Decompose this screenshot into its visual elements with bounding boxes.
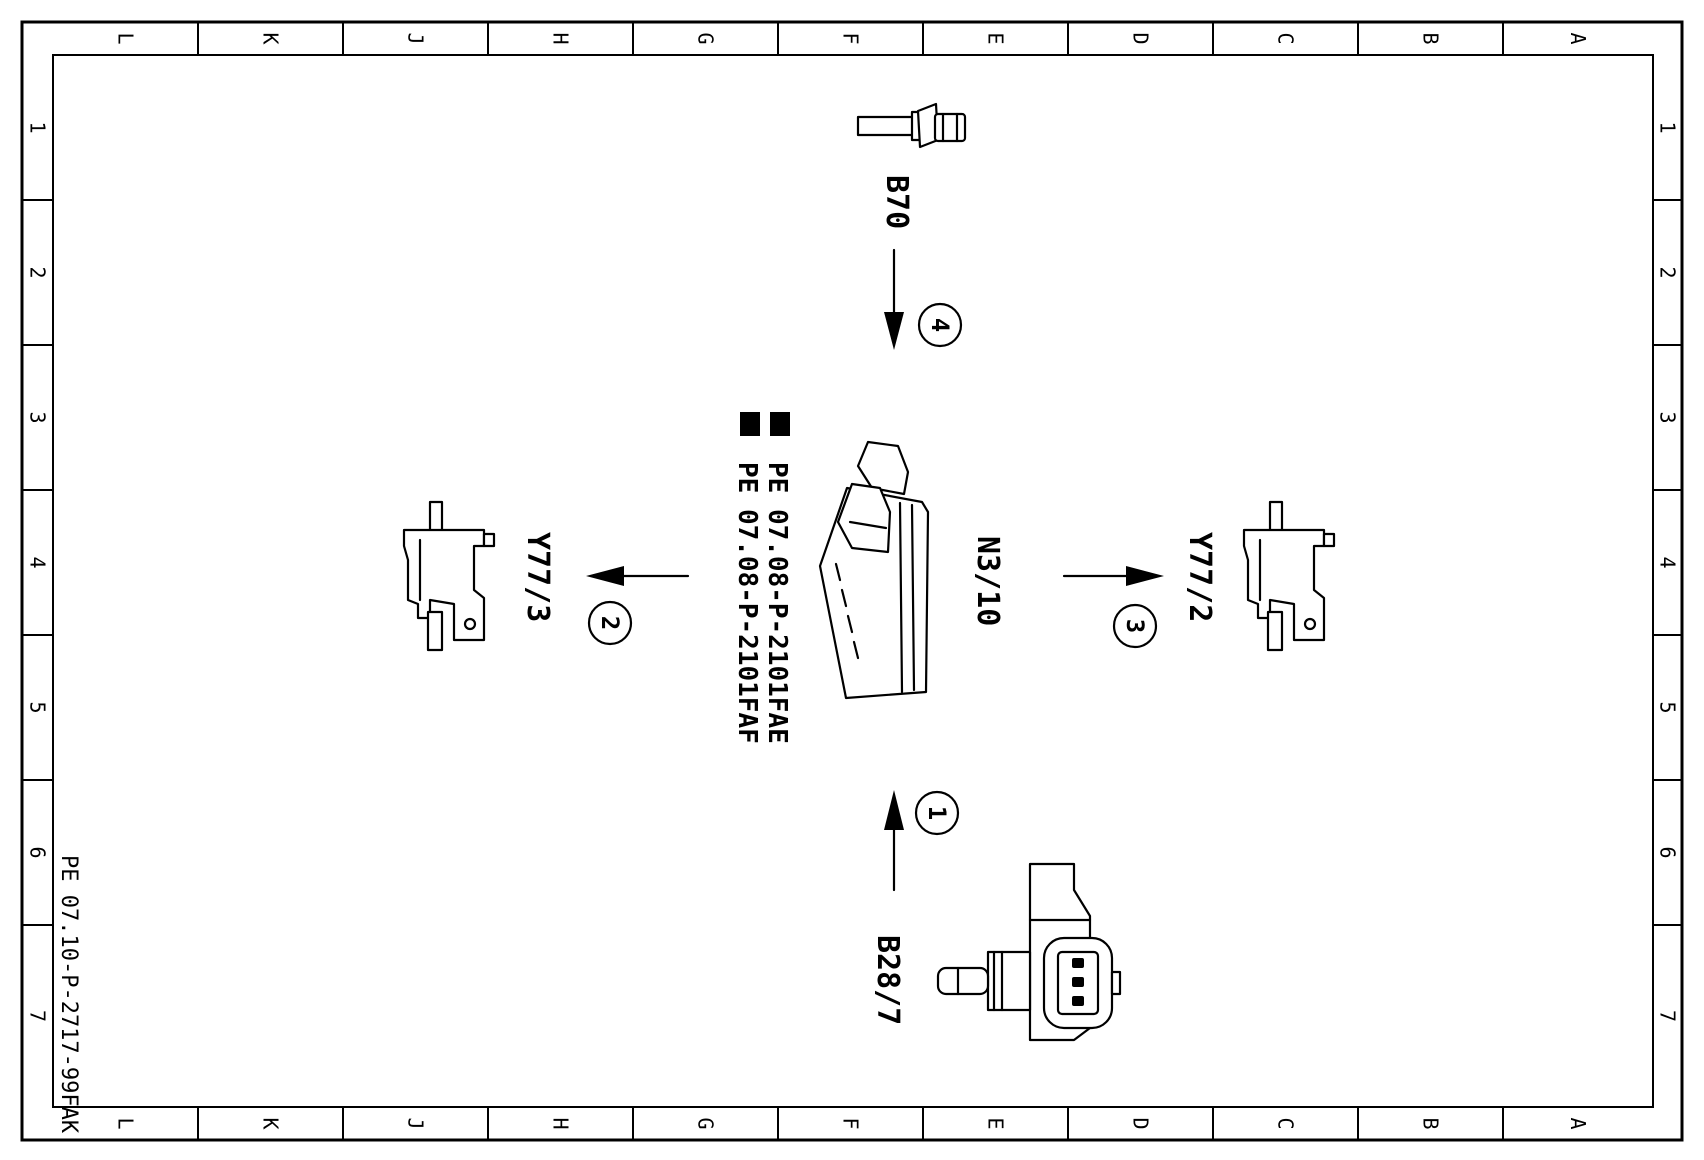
zone-column-label: K bbox=[259, 1117, 283, 1129]
zone-row-label: 2 bbox=[26, 266, 50, 278]
label-b70: B70 bbox=[879, 175, 914, 229]
pressure-sensor-b28-7-icon bbox=[936, 862, 1122, 1042]
reference-note-1: PE 07.08-P-2101FAE bbox=[762, 412, 792, 744]
zone-column-label: C bbox=[1274, 1117, 1298, 1129]
zone-column-label: F bbox=[839, 32, 863, 44]
valve-y77-2-icon bbox=[1242, 500, 1336, 652]
zone-row-label: 3 bbox=[1656, 411, 1680, 423]
signal-marker-4: 4 bbox=[917, 302, 963, 348]
zone-row-label: 2 bbox=[1656, 266, 1680, 278]
svg-text:1: 1 bbox=[923, 806, 951, 820]
zone-column-label: E bbox=[984, 32, 1008, 44]
reference-text-1: PE 07.08-P-2101FAE bbox=[762, 462, 792, 744]
zone-row-label: 7 bbox=[26, 1010, 50, 1022]
zone-row-label: 4 bbox=[1656, 556, 1680, 568]
zone-row-label: 5 bbox=[26, 701, 50, 713]
zone-column-label: A bbox=[1566, 1117, 1590, 1129]
reference-text-2: PE 07.08-P-2101FAF bbox=[732, 462, 762, 744]
zone-row-label: 3 bbox=[26, 411, 50, 423]
zone-column-label: B bbox=[1419, 1117, 1443, 1129]
zone-row-label: 7 bbox=[1656, 1010, 1680, 1022]
zone-row-label: 6 bbox=[1656, 846, 1680, 858]
svg-text:3: 3 bbox=[1121, 619, 1149, 633]
valve-y77-3-icon bbox=[402, 500, 496, 652]
signal-marker-3: 3 bbox=[1112, 603, 1158, 649]
zone-row-label: 4 bbox=[26, 556, 50, 568]
zone-column-label: G bbox=[694, 32, 718, 44]
zone-column-label: L bbox=[114, 1117, 138, 1129]
zone-column-label: D bbox=[1129, 32, 1153, 44]
zone-column-label: B bbox=[1419, 32, 1443, 44]
arrow-1 bbox=[884, 790, 904, 892]
arrow-4 bbox=[884, 248, 904, 350]
reference-note-2: PE 07.08-P-2101FAF bbox=[732, 412, 762, 744]
zone-column-label: J bbox=[404, 1117, 428, 1129]
arrow-2 bbox=[586, 566, 690, 586]
svg-text:2: 2 bbox=[596, 616, 624, 630]
zone-column-label: A bbox=[1566, 32, 1590, 44]
zone-column-label: H bbox=[549, 1117, 573, 1129]
arrow-3 bbox=[1062, 566, 1164, 586]
zone-column-label: C bbox=[1274, 32, 1298, 44]
label-y77-3: Y77/3 bbox=[520, 532, 555, 622]
crank-sensor-b70-icon bbox=[856, 102, 967, 149]
control-unit-n3-10-icon bbox=[818, 440, 930, 700]
signal-marker-2: 2 bbox=[587, 600, 633, 646]
svg-text:4: 4 bbox=[926, 318, 954, 332]
inner-frame bbox=[52, 54, 1654, 1108]
zone-row-label: 5 bbox=[1656, 701, 1680, 713]
zone-column-label: K bbox=[259, 32, 283, 44]
zone-row-label: 1 bbox=[26, 121, 50, 133]
zone-column-label: G bbox=[694, 1117, 718, 1129]
label-y77-2: Y77/2 bbox=[1182, 532, 1217, 622]
zone-column-label: J bbox=[404, 32, 428, 44]
label-b28-7: B28/7 bbox=[870, 935, 905, 1025]
zone-row-label: 1 bbox=[1656, 121, 1680, 133]
zone-column-label: E bbox=[984, 1117, 1008, 1129]
label-n3-10: N3/10 bbox=[970, 536, 1005, 626]
zone-column-label: F bbox=[839, 1117, 863, 1129]
document-number: PE 07.10-P-2717-99FAK bbox=[56, 855, 81, 1134]
zone-row-label: 6 bbox=[26, 846, 50, 858]
zone-column-label: D bbox=[1129, 1117, 1153, 1129]
zone-grid: L L K K J J H H G G F F E E D D C C B B A A 1 1 2 2 3 3 4 4 5 5 6 6 7 7 bbox=[22, 22, 1682, 1140]
outer-frame bbox=[20, 20, 1684, 1142]
signal-marker-1: 1 bbox=[914, 790, 960, 836]
zone-column-label: H bbox=[549, 32, 573, 44]
zone-column-label: L bbox=[114, 32, 138, 44]
